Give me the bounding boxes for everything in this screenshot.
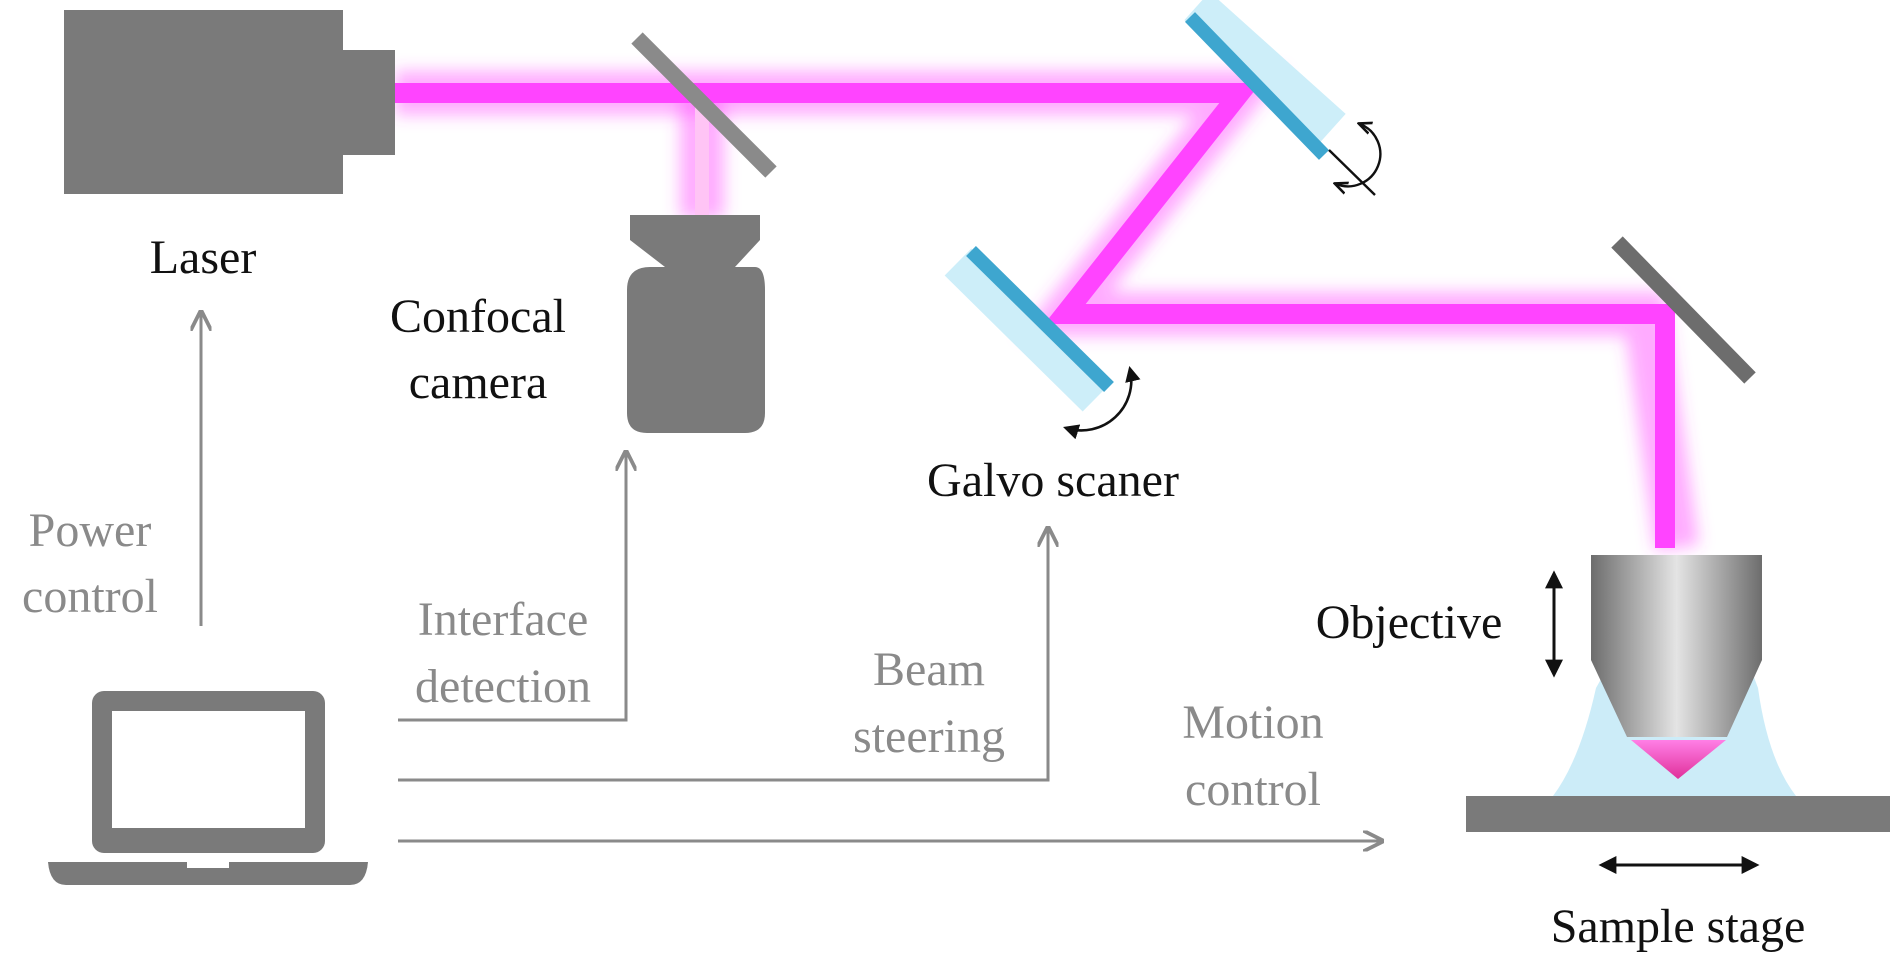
objective-body (1591, 555, 1762, 737)
laser-aperture (340, 50, 395, 155)
beam-steering-label-line1: Beam (873, 643, 985, 696)
fold-mirror (1611, 236, 1756, 384)
sample-stage-label: Sample stage (1551, 900, 1806, 953)
galvo-mirror-top (1184, 0, 1346, 160)
rotation-arrow-icon (1328, 124, 1382, 196)
power-control-label-line2: control (22, 570, 158, 623)
laser (64, 10, 395, 194)
laser-label: Laser (150, 231, 257, 284)
motion-control-label-line1: Motion (1182, 696, 1323, 749)
control-signal-arrows (201, 312, 1382, 841)
rotation-arrow-icon (1063, 365, 1141, 440)
objective (1553, 555, 1796, 796)
interface-detection-arrow (398, 452, 626, 722)
motion-control-label-line2: control (1185, 763, 1321, 816)
interface-detection-label-line2: detection (415, 660, 591, 713)
camera-icon (627, 215, 765, 433)
camera-label-line1: Confocal (390, 290, 566, 343)
beam-steering-label-line2: steering (853, 710, 1005, 763)
interface-detection-label-line1: Interface (418, 593, 589, 646)
beam-core (395, 83, 1675, 548)
laser-body (64, 10, 343, 194)
beam-steering-arrow (398, 528, 1048, 782)
objective-tip (1631, 740, 1726, 779)
camera-label-line2: camera (409, 356, 548, 409)
sample-stage (1466, 796, 1890, 832)
power-control-label-line1: Power (29, 504, 152, 557)
objective-label: Objective (1316, 596, 1503, 649)
laptop-icon (48, 691, 368, 885)
beam-splitter (631, 32, 777, 178)
galvo-label: Galvo scaner (927, 454, 1179, 507)
